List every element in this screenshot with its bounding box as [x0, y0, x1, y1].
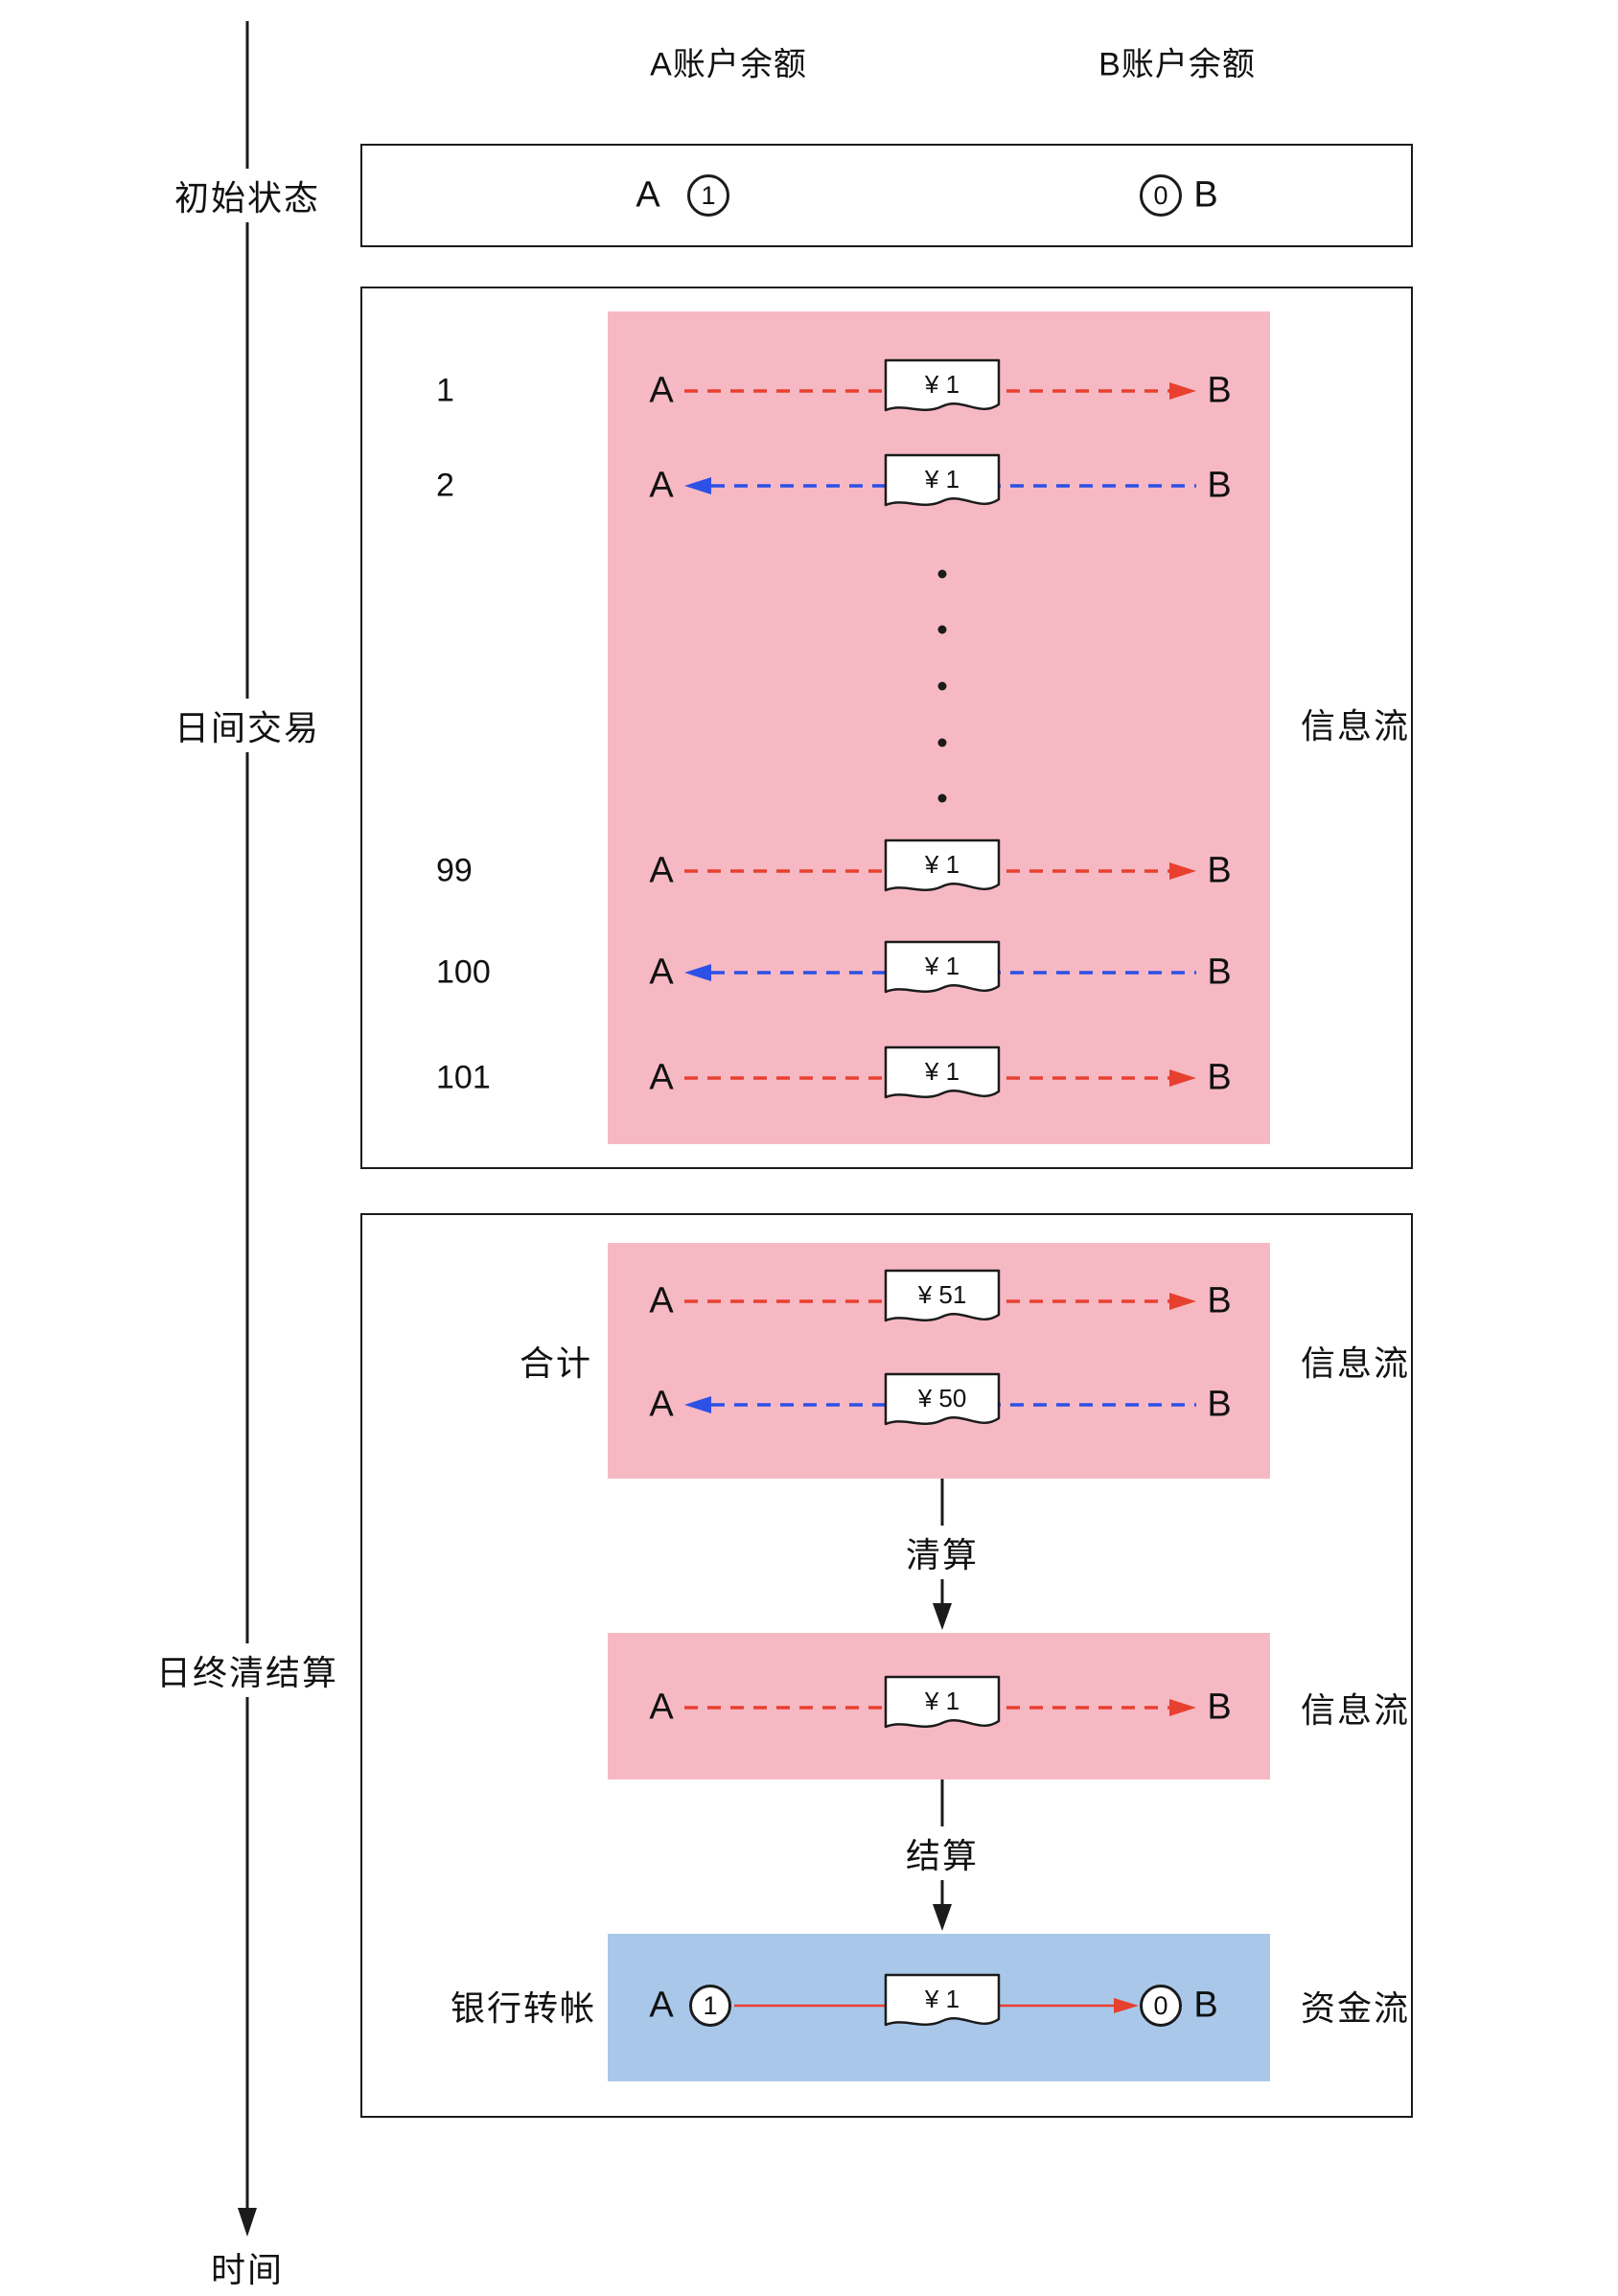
doc-amount: ¥ 1 — [924, 850, 960, 879]
node-a-label: A — [649, 465, 674, 506]
payment-doc-icon: ¥ 1 — [884, 453, 1001, 517]
balance-circle-a: 1 — [687, 174, 729, 217]
node-a-label: A — [649, 1985, 674, 2026]
payment-doc-icon: ¥ 1 — [884, 1675, 1001, 1738]
initial-state-box — [360, 144, 1413, 247]
payment-doc-icon: ¥ 1 — [884, 1973, 1001, 2036]
info-flow-label: 信息流 — [1300, 1343, 1411, 1383]
balance-b-value: 0 — [1153, 1990, 1168, 2020]
node-b-label: B — [1207, 1280, 1232, 1321]
timeline-arrow — [238, 21, 257, 2237]
node-b-label: B — [1193, 1985, 1218, 2026]
node-a-label: A — [649, 1687, 674, 1728]
trade-seq: 2 — [436, 467, 454, 504]
trade-seq: 100 — [436, 953, 491, 991]
doc-amount: ¥ 1 — [924, 370, 960, 399]
node-b-label: B — [1193, 174, 1218, 216]
node-b-label: B — [1207, 465, 1232, 506]
payment-doc-icon: ¥ 1 — [884, 838, 1001, 902]
stage-label-time: 时间 — [200, 2240, 294, 2294]
trade-seq: 1 — [436, 372, 454, 409]
node-a-label: A — [649, 1384, 674, 1425]
node-b-label: B — [1207, 1384, 1232, 1425]
trade-seq: 99 — [436, 852, 473, 889]
total-label: 合计 — [519, 1343, 593, 1383]
node-b-label: B — [1207, 850, 1232, 891]
doc-amount: ¥ 1 — [924, 952, 960, 980]
payment-doc-icon: ¥ 51 — [884, 1269, 1001, 1332]
doc-amount: ¥ 51 — [917, 1280, 967, 1309]
clearing-label: 清算 — [895, 1526, 989, 1579]
doc-amount: ¥ 50 — [917, 1384, 967, 1412]
stage-label-initial: 初始状态 — [164, 169, 331, 222]
bank-transfer-label: 银行转帐 — [450, 1988, 597, 2028]
node-a-label: A — [649, 850, 674, 891]
node-a-label: A — [649, 952, 674, 993]
funds-flow-label: 资金流 — [1300, 1988, 1411, 2028]
node-a-label: A — [649, 370, 674, 411]
doc-amount: ¥ 1 — [924, 1687, 960, 1715]
payment-doc-icon: ¥ 1 — [884, 1045, 1001, 1109]
node-b-label: B — [1207, 370, 1232, 411]
doc-amount: ¥ 1 — [924, 1057, 960, 1086]
header-account-a: A账户余额 — [650, 46, 807, 83]
settlement-label: 结算 — [895, 1826, 989, 1880]
balance-a-value: 1 — [703, 1990, 718, 2020]
trade-seq: 101 — [436, 1059, 491, 1096]
balance-a-value: 1 — [701, 180, 716, 210]
balance-b-value: 0 — [1153, 180, 1168, 210]
node-b-label: B — [1207, 952, 1232, 993]
node-a-label: A — [649, 1280, 674, 1321]
node-b-label: B — [1207, 1057, 1232, 1098]
node-b-label: B — [1207, 1687, 1232, 1728]
doc-amount: ¥ 1 — [924, 1985, 960, 2013]
daytime-info-flow-panel — [608, 311, 1270, 1144]
stage-label-eod: 日终清结算 — [146, 1643, 349, 1697]
ellipsis-dots — [937, 569, 947, 803]
node-a-label: A — [636, 174, 660, 216]
payment-doc-icon: ¥ 1 — [884, 940, 1001, 1003]
balance-circle-b: 0 — [1140, 174, 1182, 217]
info-flow-label: 信息流 — [1300, 1690, 1411, 1730]
payment-doc-icon: ¥ 50 — [884, 1372, 1001, 1435]
info-flow-label: 信息流 — [1300, 706, 1411, 746]
header-account-b: B账户余额 — [1098, 46, 1256, 83]
balance-circle-b: 0 — [1140, 1985, 1182, 2027]
doc-amount: ¥ 1 — [924, 465, 960, 494]
payment-doc-icon: ¥ 1 — [884, 358, 1001, 422]
node-a-label: A — [649, 1057, 674, 1098]
balance-circle-a: 1 — [689, 1985, 731, 2027]
stage-label-daytime: 日间交易 — [164, 699, 331, 752]
